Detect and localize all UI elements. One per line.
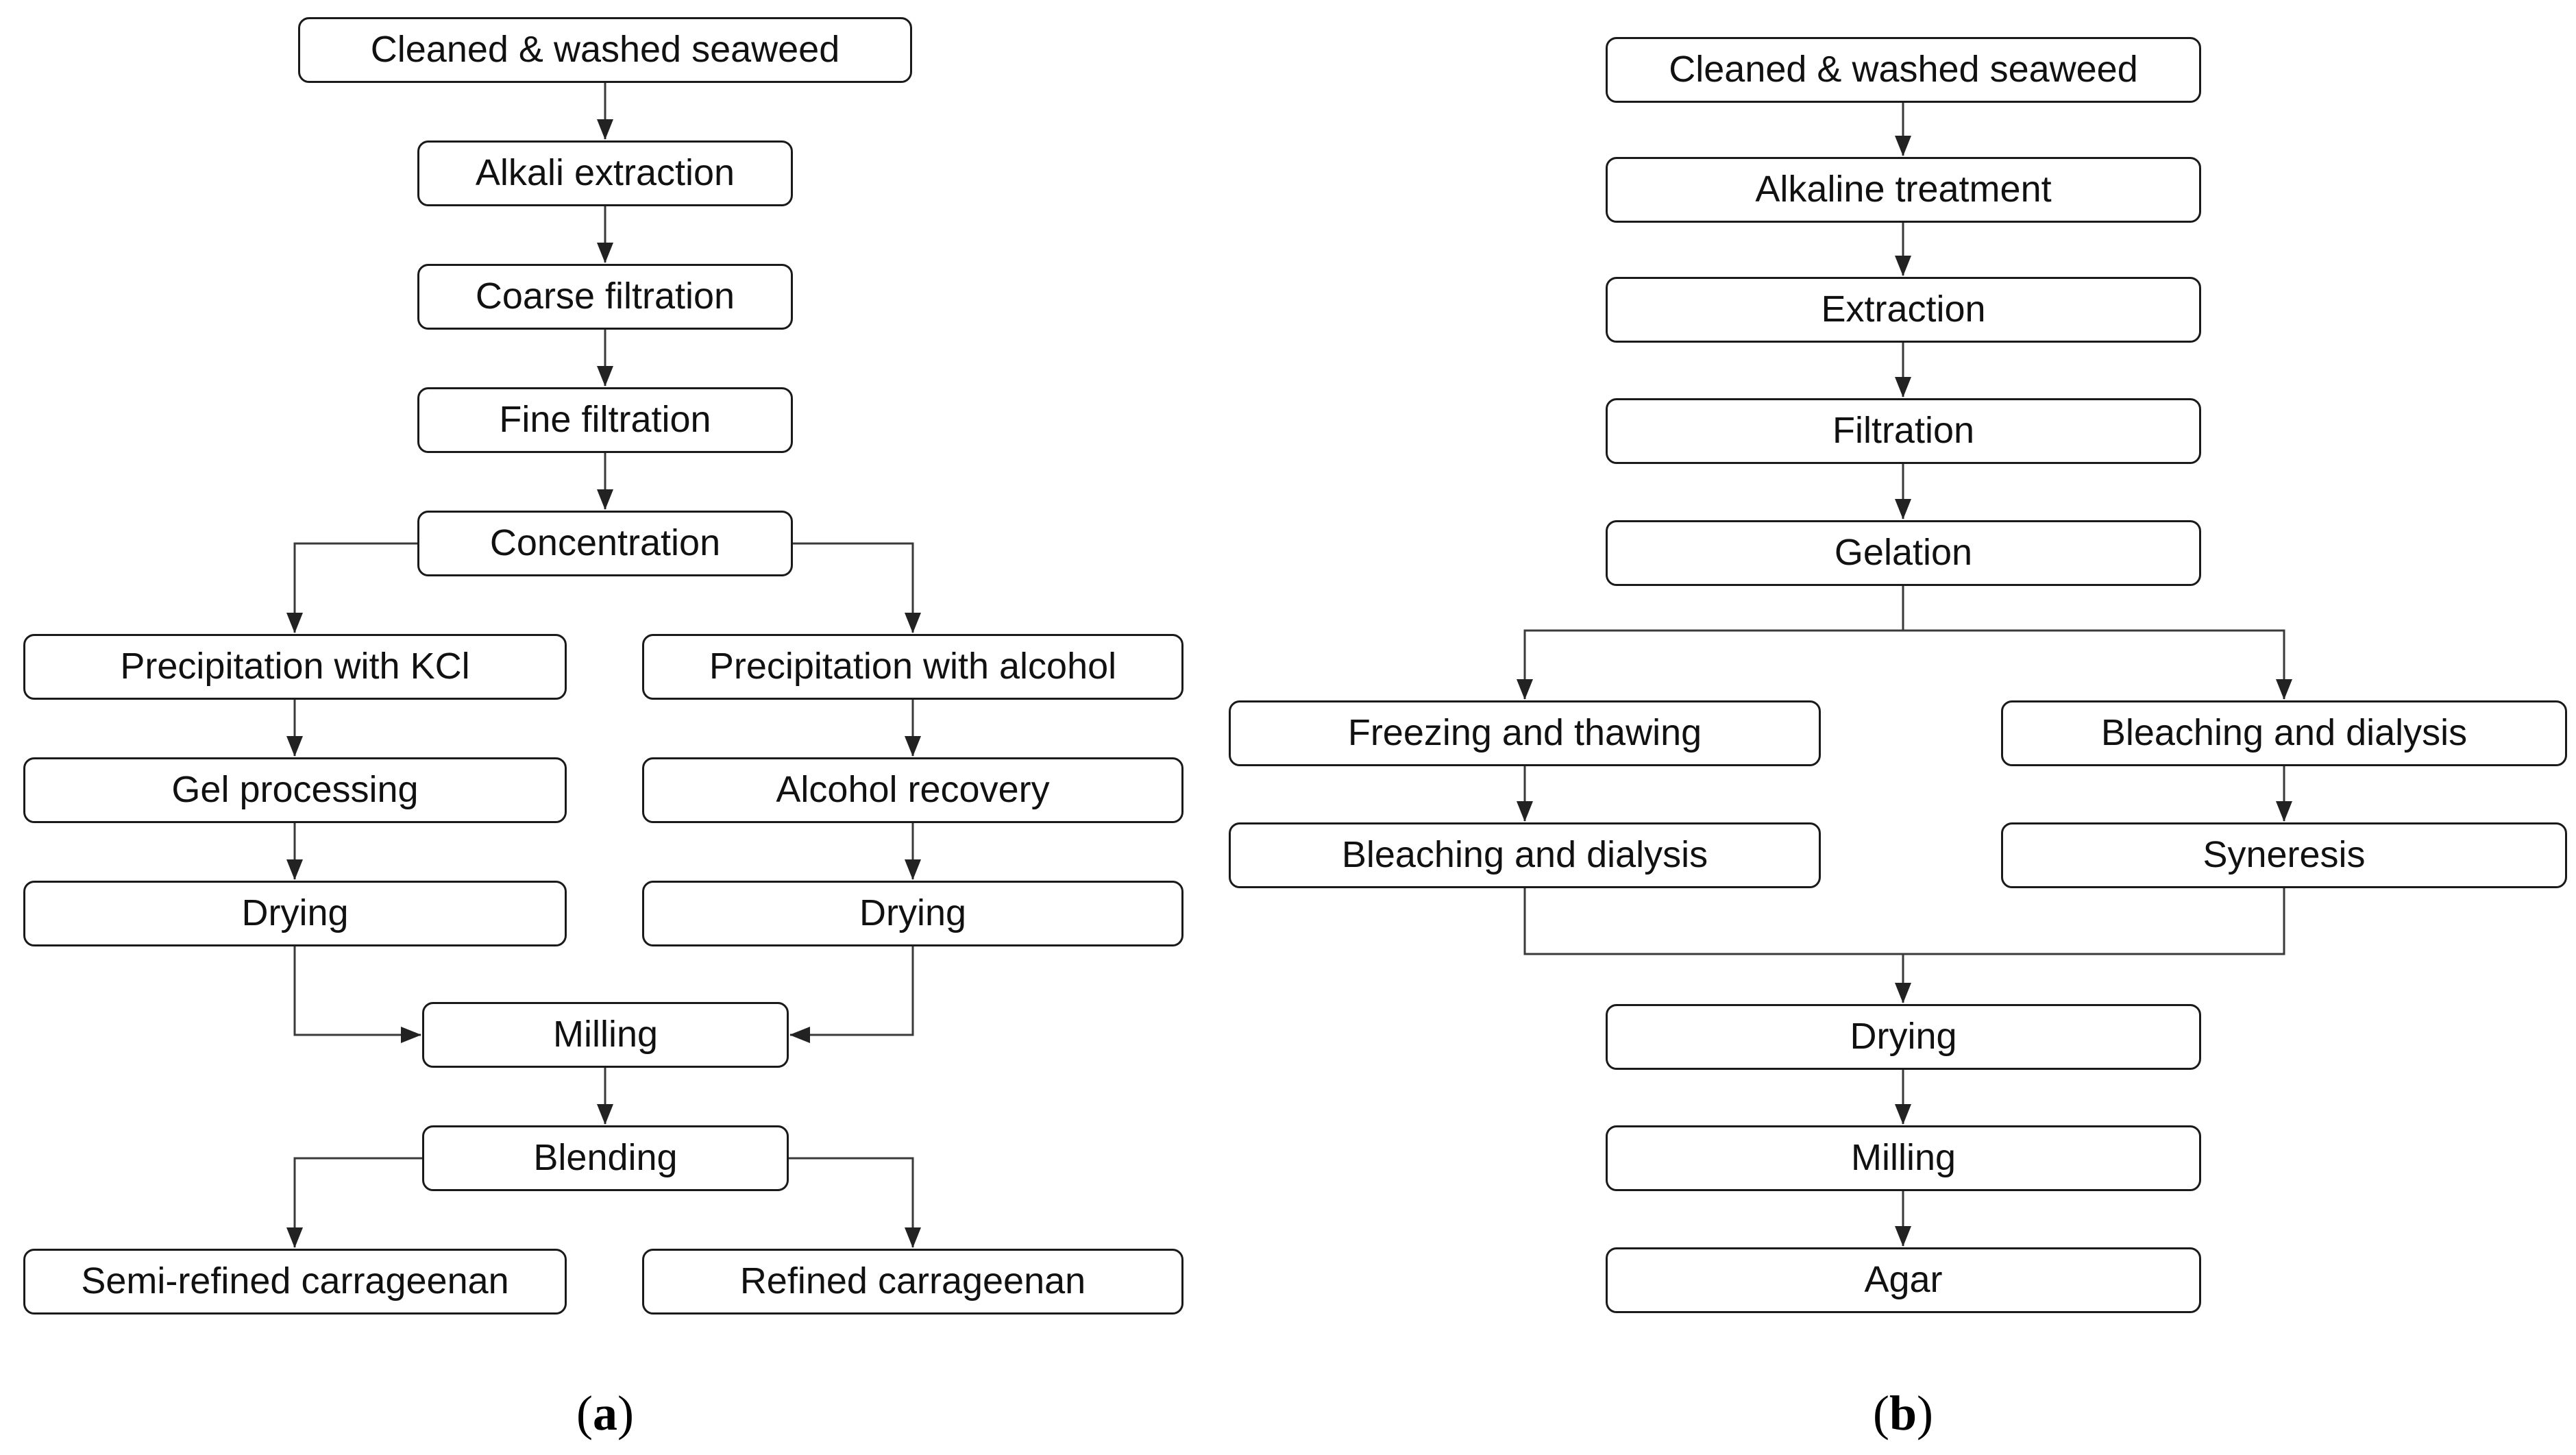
node-a-gel-processing: Gel processing — [23, 757, 567, 823]
connector-a-drying-right-to-milling — [789, 946, 914, 1043]
connector-b-merge-rail — [1523, 888, 2285, 955]
caption-a-close: ) — [617, 1386, 634, 1441]
connector-a-concentration-to-precip-alcohol — [793, 542, 921, 633]
node-a-alcohol-recovery: Alcohol recovery — [642, 757, 1183, 823]
connector-a-concentration-to-precip-kcl — [286, 542, 417, 633]
node-b-milling: Milling — [1606, 1125, 2201, 1191]
node-a-milling: Milling — [422, 1002, 789, 1068]
node-a-coarse-filtration: Coarse filtration — [417, 264, 793, 330]
node-b-bleaching-and-dialysis-left: Bleaching and dialysis — [1229, 822, 1821, 888]
node-a-semi-refined-carrageenan: Semi-refined carrageenan — [23, 1249, 567, 1315]
node-a-blending: Blending — [422, 1125, 789, 1191]
connector-b-gelation-to-freezing — [1517, 586, 1904, 700]
caption-a: (a) — [434, 1381, 776, 1446]
node-a-fine-filtration: Fine filtration — [417, 387, 793, 453]
caption-b-letter: b — [1889, 1386, 1917, 1441]
node-a-precipitation-with-alcohol: Precipitation with alcohol — [642, 634, 1183, 700]
caption-a-open: ( — [576, 1386, 593, 1441]
node-a-alkali-extraction: Alkali extraction — [417, 140, 793, 206]
connector-a-blending-to-refined — [789, 1157, 921, 1248]
node-a-concentration: Concentration — [417, 511, 793, 576]
node-b-freezing-and-thawing: Freezing and thawing — [1229, 700, 1821, 766]
connector-b-gelation-to-bleaching-right — [1903, 629, 2292, 700]
caption-b-close: ) — [1917, 1386, 1933, 1441]
node-b-cleaned-washed-seaweed: Cleaned & washed seaweed — [1606, 37, 2201, 103]
node-b-syneresis: Syneresis — [2001, 822, 2567, 888]
node-b-agar: Agar — [1606, 1247, 2201, 1313]
node-a-precipitation-with-kcl: Precipitation with KCl — [23, 634, 567, 700]
node-b-extraction: Extraction — [1606, 277, 2201, 343]
node-b-drying: Drying — [1606, 1004, 2201, 1070]
connector-a-blending-to-semi-refined — [286, 1157, 422, 1248]
caption-b-open: ( — [1872, 1386, 1889, 1441]
node-b-gelation: Gelation — [1606, 520, 2201, 586]
node-b-alkaline-treatment: Alkaline treatment — [1606, 157, 2201, 223]
node-a-refined-carrageenan: Refined carrageenan — [642, 1249, 1183, 1315]
node-b-filtration: Filtration — [1606, 398, 2201, 464]
node-a-drying-right: Drying — [642, 881, 1183, 946]
connector-a-drying-left-to-milling — [293, 946, 421, 1043]
node-b-bleaching-and-dialysis-right: Bleaching and dialysis — [2001, 700, 2567, 766]
caption-b: (b) — [1732, 1381, 2074, 1446]
node-a-drying-left: Drying — [23, 881, 567, 946]
node-a-cleaned-washed-seaweed: Cleaned & washed seaweed — [298, 17, 912, 83]
caption-a-letter: a — [593, 1386, 617, 1441]
